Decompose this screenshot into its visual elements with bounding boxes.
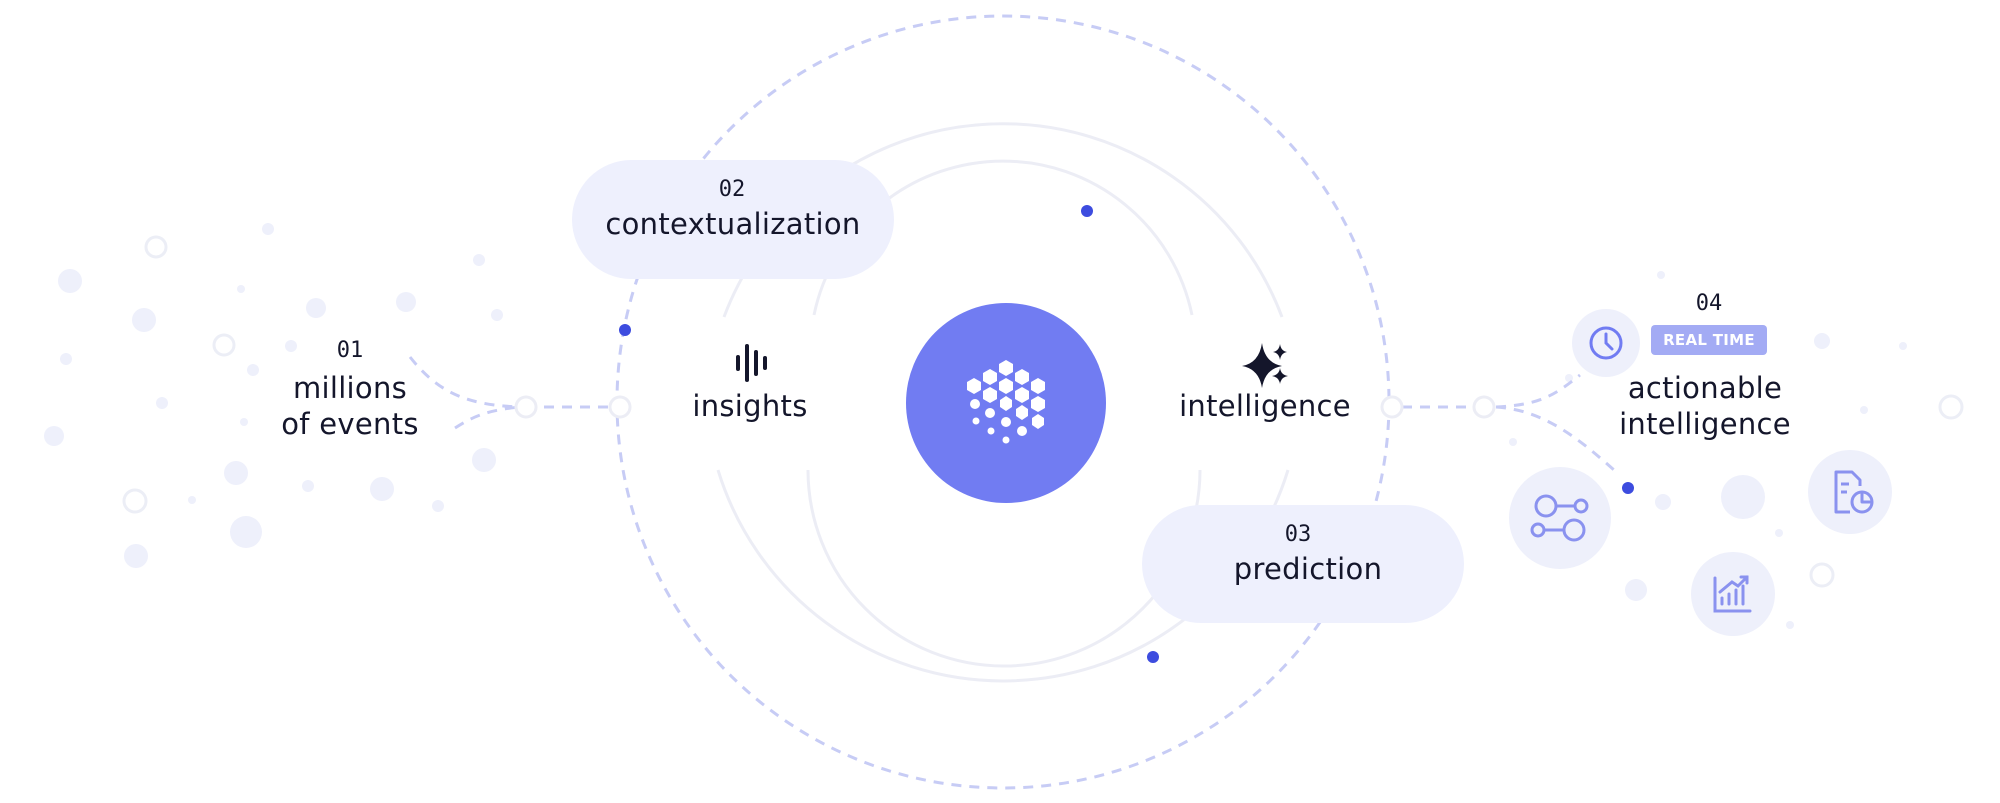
step-number-02: 02	[718, 177, 746, 202]
step-label-prediction: prediction	[1233, 552, 1383, 586]
waveform-icon	[736, 344, 767, 382]
step-number-03: 03	[1284, 522, 1312, 547]
connector-nodes	[514, 395, 1496, 419]
step-number-01: 01	[336, 338, 364, 363]
prediction-pill	[1142, 505, 1464, 623]
people-network-icon	[1530, 494, 1589, 542]
document-chart-icon-bg	[1808, 450, 1892, 534]
real-time-badge: REAL TIME	[1651, 325, 1767, 355]
insights-label: insights	[692, 389, 808, 423]
step-label-actionable: actionable	[1627, 371, 1783, 405]
right-particle-cloud	[1509, 271, 1907, 629]
sparkles-icon	[1242, 343, 1288, 388]
left-particle-rings	[122, 235, 236, 514]
clock-icon	[1589, 326, 1623, 360]
orbit-dots	[619, 205, 1634, 663]
left-connectors	[408, 356, 614, 430]
step-label-contextualization: contextualization	[605, 207, 861, 241]
people-network-icon-bg	[1509, 467, 1611, 569]
left-particle-cloud	[44, 223, 503, 568]
step-label-intelligence: intelligence	[1619, 407, 1791, 441]
document-chart-icon	[1834, 470, 1874, 514]
hexagon-cluster-logo	[967, 360, 1045, 444]
intelligence-label: intelligence	[1179, 389, 1351, 423]
step-label-millions: millions	[292, 371, 408, 405]
trending-chart-icon-bg	[1691, 552, 1775, 636]
trending-chart-icon	[1713, 575, 1752, 613]
right-particle-rings	[1809, 394, 1964, 588]
step-label-of-events: of events	[281, 407, 419, 441]
step-number-04: 04	[1695, 291, 1723, 316]
contextualization-pill	[572, 160, 894, 279]
right-connectors	[1402, 373, 1615, 472]
